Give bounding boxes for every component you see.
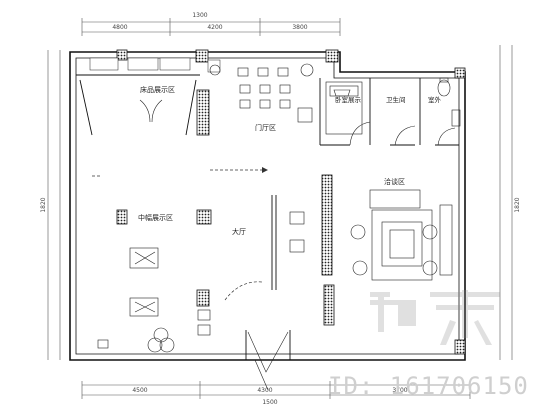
label-lounge: 洽谈区 <box>384 177 405 186</box>
dim-right: 1820 <box>514 197 521 212</box>
dim-bottom-seg1: 4500 <box>132 387 147 394</box>
flow-arrowheads <box>262 167 268 173</box>
label-bedroom: 卧室展示 <box>335 95 362 104</box>
dim-left: 1820 <box>40 197 47 212</box>
lobby-seating <box>209 63 314 123</box>
label-display-mid: 中幅展示区 <box>138 213 173 222</box>
flow-arrows <box>92 169 263 301</box>
dimension-texts: 1300 4800 4200 3800 1500 4500 4300 3700 … <box>40 12 521 406</box>
room-labels: 床品展示区 门厅区 卧室展示 卫生间 室外 中幅展示区 大厅 洽谈区 <box>138 85 442 236</box>
lounge-furniture <box>350 189 453 281</box>
toilet-fixtures <box>437 77 461 127</box>
dim-top-total: 1300 <box>192 12 207 19</box>
mid-display <box>97 247 175 353</box>
label-outdoor: 室外 <box>428 95 442 104</box>
dim-bottom-seg3: 3700 <box>392 387 407 394</box>
dim-top-seg2: 4200 <box>207 24 222 31</box>
label-display-top: 床品展示区 <box>140 85 175 94</box>
label-toilet: 卫生间 <box>386 95 406 104</box>
door-swings <box>139 99 456 391</box>
label-hall: 大厅 <box>232 227 246 236</box>
dim-top-seg1: 4800 <box>112 24 127 31</box>
dim-top-seg3: 3800 <box>292 24 307 31</box>
display-shelves-top <box>89 57 221 73</box>
dim-bottom-total: 1500 <box>262 399 277 406</box>
structural-columns <box>116 49 466 355</box>
bedroom-furniture <box>325 81 363 135</box>
dim-bottom-seg2: 4300 <box>257 387 272 394</box>
watermark-logo <box>370 290 500 345</box>
interior-partitions <box>76 74 459 360</box>
label-lobby: 门厅区 <box>255 123 276 132</box>
hall-counter <box>197 211 305 336</box>
dimension-lines <box>47 18 513 399</box>
watermark-id: ID: 161706150 <box>328 372 529 400</box>
